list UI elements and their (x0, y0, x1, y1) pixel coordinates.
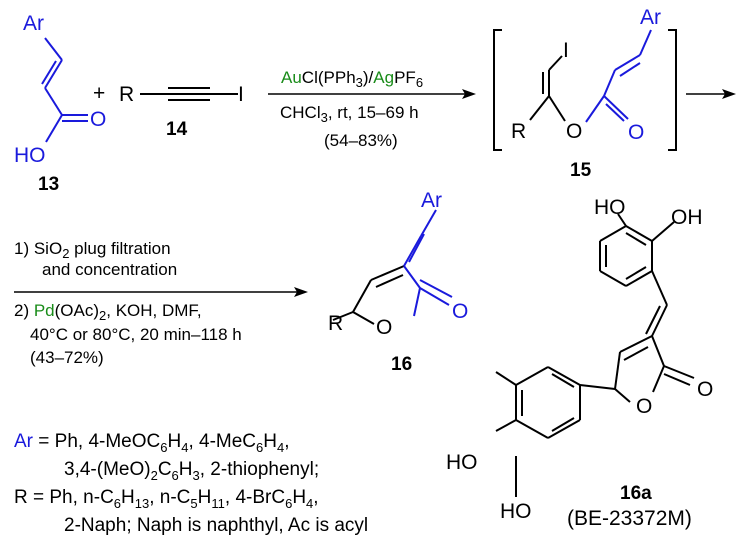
i-label-15: I (563, 39, 569, 62)
legend-segment: H (263, 431, 277, 452)
hydroxyl-4-16a: HO (500, 500, 532, 523)
legend-segment: H (198, 487, 212, 508)
bracket-left (493, 29, 502, 151)
legend-segment: 6 (160, 440, 167, 455)
compound-16-blue (403, 209, 453, 317)
ar-label-16: Ar (421, 189, 442, 212)
legend-segment: 5 (190, 496, 197, 511)
ring-o-16a: O (636, 395, 652, 418)
legend-segment: 6 (172, 468, 179, 483)
step2-line4: 40°C or 80°C, 20 min–118 h (30, 325, 242, 344)
legend-segment: 6 (285, 496, 292, 511)
step1-solvent: CHCl3, rt, 15–69 h (280, 103, 419, 125)
compound-14 (140, 87, 238, 101)
legend-segment: = Ph, 4-MeOC (33, 431, 160, 452)
legend-segment: , (313, 487, 318, 508)
r-label-14: R (119, 83, 134, 106)
legend-segment: 13 (135, 496, 149, 511)
arrowhead-1 (462, 89, 476, 99)
legend-segment: , 2-thiophenyl; (200, 459, 319, 480)
compound-15-blue (585, 29, 652, 123)
hydroxyl-3-16a: HO (446, 451, 478, 474)
arrowhead-2 (722, 89, 736, 99)
legend-segment: 2 (151, 468, 158, 483)
legend-segment: H (292, 487, 306, 508)
compound-16a (495, 213, 695, 439)
ar-label-15: Ar (640, 6, 661, 29)
hydroxyl-13: HO (14, 144, 46, 167)
label-14: 14 (166, 119, 188, 140)
carbonyl-o-13: O (90, 108, 106, 131)
label-16: 16 (391, 354, 412, 375)
ester-o-15: O (566, 120, 582, 143)
legend-segment: R = Ph, n-C (14, 487, 114, 508)
step2-line3: 2) Pd(OAc)2, KOH, DMF, (14, 301, 202, 323)
hydroxyl-2-16a: OH (671, 206, 703, 229)
compound-13 (41, 37, 88, 143)
r-label-15: R (511, 120, 526, 143)
step1-yield: (54–83%) (324, 131, 398, 150)
hydroxyl-1-16a: HO (594, 196, 626, 219)
legend-segment: 3,4-(MeO) (64, 459, 151, 480)
legend-r-line1: R = Ph, n-C6H13, n-C5H11, 4-BrC6H4, (14, 487, 319, 511)
step2-line1: 1) SiO2 plug filtration (14, 239, 171, 261)
legend-segment: , 4-BrC (225, 487, 285, 508)
legend-segment: 3 (193, 468, 200, 483)
legend-segment: 4 (277, 440, 284, 455)
ar-label-13: Ar (23, 12, 44, 35)
ring-o-16: O (376, 316, 392, 339)
carbonyl-o-15: O (628, 121, 644, 144)
step1-catalyst: AuCl(PPh3)/AgPF6 (281, 68, 423, 90)
arrowhead-3 (294, 287, 308, 297)
legend-segment: C (158, 459, 172, 480)
label-13: 13 (38, 174, 59, 195)
carbonyl-o-16a: O (697, 378, 713, 401)
legend-r-line2: 2-Naph; Naph is naphthyl, Ac is acyl (64, 515, 368, 536)
legend-segment: 4 (306, 496, 313, 511)
plus-sign: + (93, 82, 105, 105)
legend-segment: 11 (211, 496, 225, 511)
legend-segment: , 4-MeC (188, 431, 256, 452)
legend-ar-line2: 3,4-(MeO)2C6H3, 2-thiophenyl; (64, 459, 319, 483)
name-16a: (BE-23372M) (567, 507, 692, 530)
step2-line2: and concentration (42, 260, 177, 279)
legend-segment: H (121, 487, 135, 508)
label-16a: 16a (620, 483, 652, 504)
i-label-14: I (238, 83, 244, 106)
legend-segment: 6 (256, 440, 263, 455)
legend-ar-line1: Ar = Ph, 4-MeOC6H4, 4-MeC6H4, (14, 431, 290, 455)
step2-yield: (43–72%) (30, 348, 104, 367)
carbonyl-o-16: O (452, 300, 468, 323)
legend-segment: H (179, 459, 193, 480)
legend-segment: H (167, 431, 181, 452)
bracket-right (668, 29, 677, 151)
legend-segment: , n-C (149, 487, 190, 508)
legend-segment: 4 (181, 440, 188, 455)
compound-15-black (529, 55, 566, 122)
label-15: 15 (570, 160, 592, 181)
legend-segment: 6 (114, 496, 121, 511)
r-label-16: R (328, 312, 343, 335)
legend-segment: , (284, 431, 289, 452)
compound-16-black (332, 265, 405, 325)
